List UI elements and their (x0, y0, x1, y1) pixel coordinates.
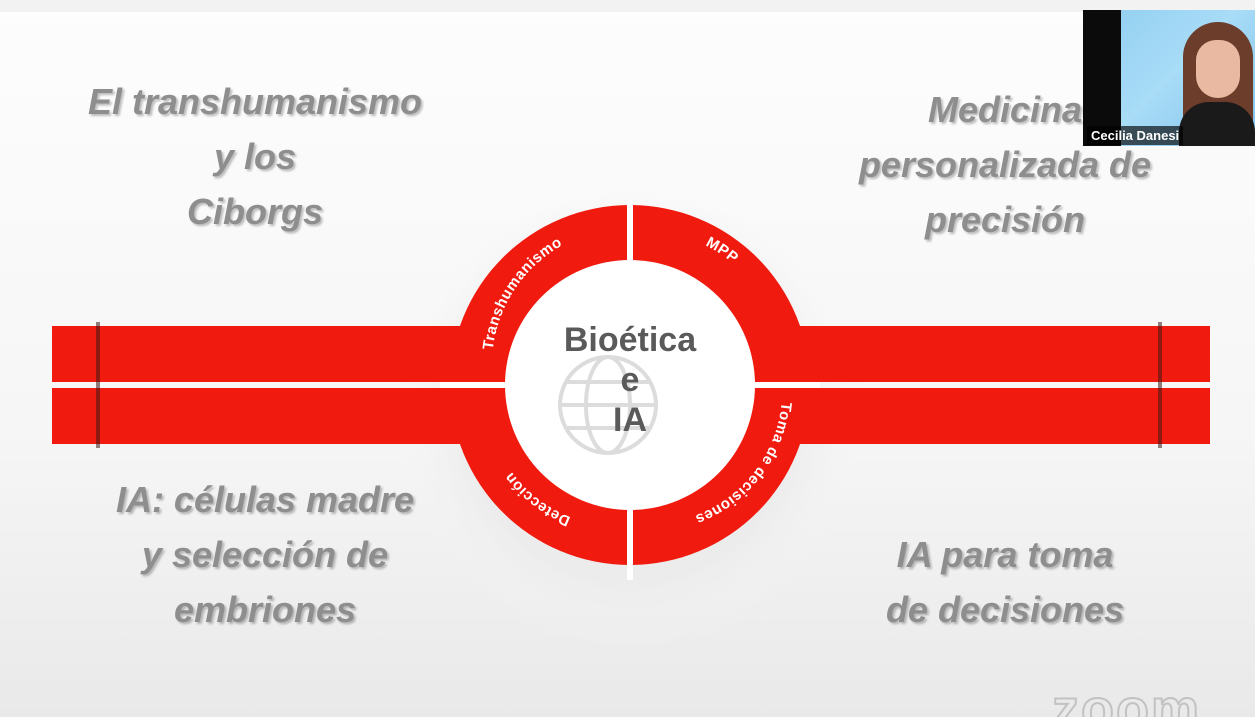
bar-end-mark-right (1158, 322, 1162, 448)
participant-name-tag: Cecilia Danesi (1087, 126, 1184, 145)
participant-video-tile[interactable]: Cecilia Danesi (1083, 10, 1255, 146)
topic-line: El transhumanismo (87, 81, 423, 122)
center-title-line-1: Bioética (563, 321, 697, 359)
topic-line: IA para toma (896, 534, 1114, 575)
topic-line: y selección de (141, 534, 389, 575)
topic-line: Medicina (927, 89, 1083, 130)
globe-icon (558, 355, 658, 455)
topic-line: y los (213, 136, 297, 177)
topic-toma-de-decisiones: IA para toma de decisiones (840, 527, 1170, 637)
left-bar-top (52, 326, 522, 382)
bar-end-mark-left (96, 322, 100, 448)
center-title-line-2: e (620, 361, 640, 399)
topic-line: de decisiones (885, 589, 1125, 630)
center-title: Bioética e IA (520, 320, 740, 440)
topic-medicina-personalizada: Medicina personalizada de precisión (830, 82, 1180, 247)
participant-body (1179, 102, 1255, 146)
left-bar-bottom (52, 388, 522, 444)
topic-line: precisión (924, 199, 1086, 240)
right-bar-top (740, 326, 1210, 382)
center-title-line-3: IA (613, 401, 647, 439)
topic-transhumanismo: El transhumanismo y los Ciborgs (60, 74, 450, 239)
right-bar-bottom (740, 388, 1210, 444)
topic-line: embriones (173, 589, 357, 630)
topic-line: Ciborgs (186, 191, 323, 232)
topic-line: IA: células madre (115, 479, 415, 520)
participant-face (1196, 40, 1240, 98)
zoom-watermark: zoom (1051, 679, 1201, 717)
video-tile-dark-edge (1083, 10, 1121, 146)
slide-top-strip (0, 0, 1255, 12)
topic-line: personalizada de (858, 144, 1152, 185)
topic-celulas-madre: IA: células madre y selección de embrion… (70, 472, 460, 637)
